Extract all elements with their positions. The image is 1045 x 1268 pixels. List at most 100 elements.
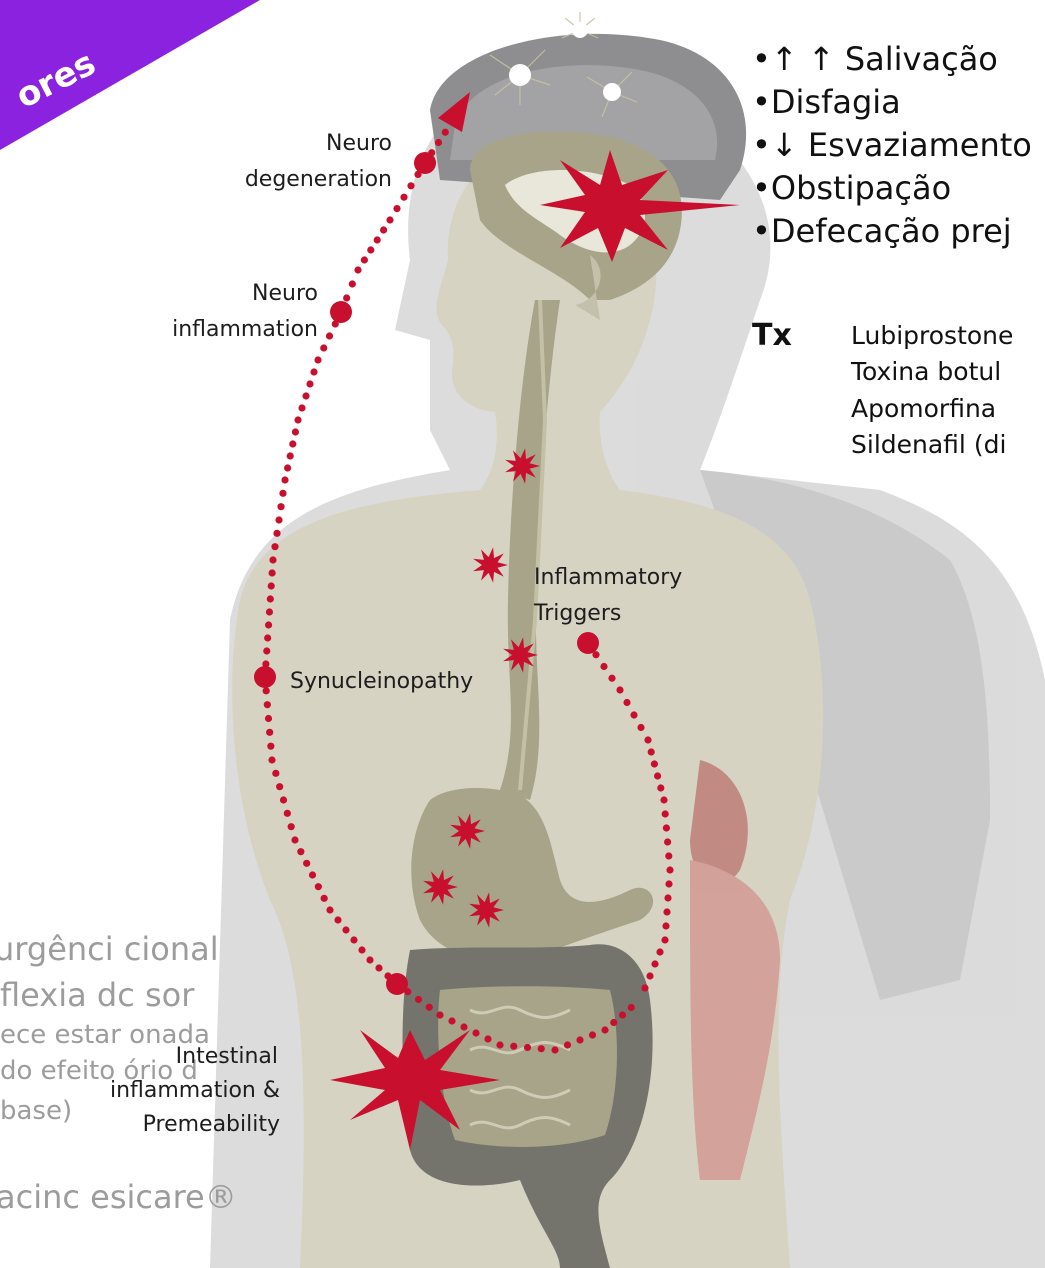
pathway-dot [660, 796, 667, 803]
marker-intestinal [386, 973, 408, 995]
treatment-item: Lubiprostone [851, 318, 1013, 354]
treatment-item: Apomorfina [851, 391, 1013, 427]
pathway-dot [644, 736, 651, 743]
pathway-dot [264, 634, 271, 641]
pathway-dot [524, 1044, 531, 1051]
pathway-dot [435, 139, 442, 146]
pathway-dot [320, 344, 327, 351]
pathway-dot [656, 948, 663, 955]
pathway-dot [666, 866, 673, 873]
pathway-dot [616, 686, 623, 693]
pathway-dot [538, 1045, 545, 1052]
faded-text-line: base) [0, 1096, 72, 1126]
pathway-dot [263, 647, 270, 654]
pathway-dot [265, 715, 272, 722]
pathway-dot [303, 860, 310, 867]
pathway-dot [648, 748, 655, 755]
pathway-dot [646, 972, 653, 979]
pathway-dot [415, 996, 422, 1003]
pathway-dot [663, 908, 670, 915]
pathway-dot [275, 516, 282, 523]
pathway-dot [628, 1004, 635, 1011]
pathway-dot [436, 1011, 443, 1018]
pathway-dot [442, 129, 449, 136]
pathway-dot [665, 852, 672, 859]
symptom-item: •Defecação prej [752, 210, 1032, 253]
pathway-dot [277, 503, 284, 510]
treatment-list: Lubiprostone Toxina botul Apomorfina Sil… [851, 318, 1013, 463]
marker-synucleinopathy [254, 666, 276, 688]
faded-text-line: urgênci cional [0, 930, 219, 968]
pathway-dot [268, 756, 275, 763]
pathway-dot [267, 743, 274, 750]
pathway-dot [354, 266, 361, 273]
pathway-dot [619, 1011, 626, 1018]
pathway-dot [657, 784, 664, 791]
pathway-dot [600, 663, 607, 670]
pathway-dot [608, 675, 615, 682]
pathway-dot [374, 236, 381, 243]
pathway-dot [380, 226, 387, 233]
label-neuro-degeneration: Neuro degeneration [200, 126, 392, 197]
pathway-dot [551, 1046, 558, 1053]
pathway-dot [273, 530, 280, 537]
pathway-dot [407, 182, 414, 189]
pathway-dot [284, 464, 291, 471]
pathway-dot [315, 883, 322, 890]
pathway-dot [375, 964, 382, 971]
pathway-dot [361, 256, 368, 263]
pathway-dot [484, 1035, 491, 1042]
pathway-dot [665, 880, 672, 887]
pathway-dot [284, 810, 291, 817]
marker-neuro-inflammation [330, 301, 352, 323]
pathway-dot [400, 194, 407, 201]
treatment-item: Toxina botul [851, 354, 1013, 390]
pathway-dot [268, 582, 275, 589]
symptom-list: •↑ ↑ Salivação •Disfagia •↓ Esvaziamento… [752, 38, 1032, 253]
pathway-dot [297, 848, 304, 855]
symptom-item: •Obstipação [752, 167, 1032, 210]
symptom-item: •↓ Esvaziamento [752, 124, 1032, 167]
pathway-dot [510, 1043, 517, 1050]
pathway-dot [460, 1023, 467, 1030]
pathway-dot [601, 1026, 608, 1033]
pathway-dot [310, 368, 317, 375]
symptom-item: •↑ ↑ Salivação [752, 38, 1032, 81]
pathway-dot [302, 392, 309, 399]
pathway-dot [269, 569, 276, 576]
pathway-dot [294, 416, 301, 423]
pathway-dot [298, 404, 305, 411]
pathway-dot [576, 1036, 583, 1043]
label-intestinal: Intestinal inflammation & Premeability [100, 1040, 280, 1142]
pathway-dot [309, 871, 316, 878]
pathway-dot [448, 1017, 455, 1024]
pathway-dot [663, 824, 670, 831]
pathway-dot [306, 380, 313, 387]
pathway-dot [662, 810, 669, 817]
pathway-dot [281, 476, 288, 483]
pathway-dot [664, 894, 671, 901]
label-synucleinopathy: Synucleinopathy [290, 664, 473, 700]
pathway-dot [266, 608, 273, 615]
faded-text-line: flexia dc sor [0, 976, 194, 1014]
pathway-dot [630, 711, 637, 718]
pathway-dot [366, 956, 373, 963]
pathway-dot [564, 1041, 571, 1048]
pathway-dot [472, 1029, 479, 1036]
pathway-dot [326, 332, 333, 339]
pathway-dot [393, 205, 400, 212]
pathway-dot [343, 294, 350, 301]
pathway-dot [358, 946, 365, 953]
pathway-dot [288, 823, 295, 830]
pathway-dot [271, 543, 278, 550]
pathway-dot [661, 936, 668, 943]
pathway-dot [266, 729, 273, 736]
pathway-dot [426, 1004, 433, 1011]
pathway-dot [664, 838, 671, 845]
pathway-dot [267, 595, 274, 602]
pathway-dot [342, 926, 349, 933]
label-neuro-inflammation: Neuro inflammation [140, 276, 318, 347]
pathway-dot [349, 280, 356, 287]
marker-neuro-degeneration [414, 152, 436, 174]
pathway-dot [610, 1019, 617, 1026]
